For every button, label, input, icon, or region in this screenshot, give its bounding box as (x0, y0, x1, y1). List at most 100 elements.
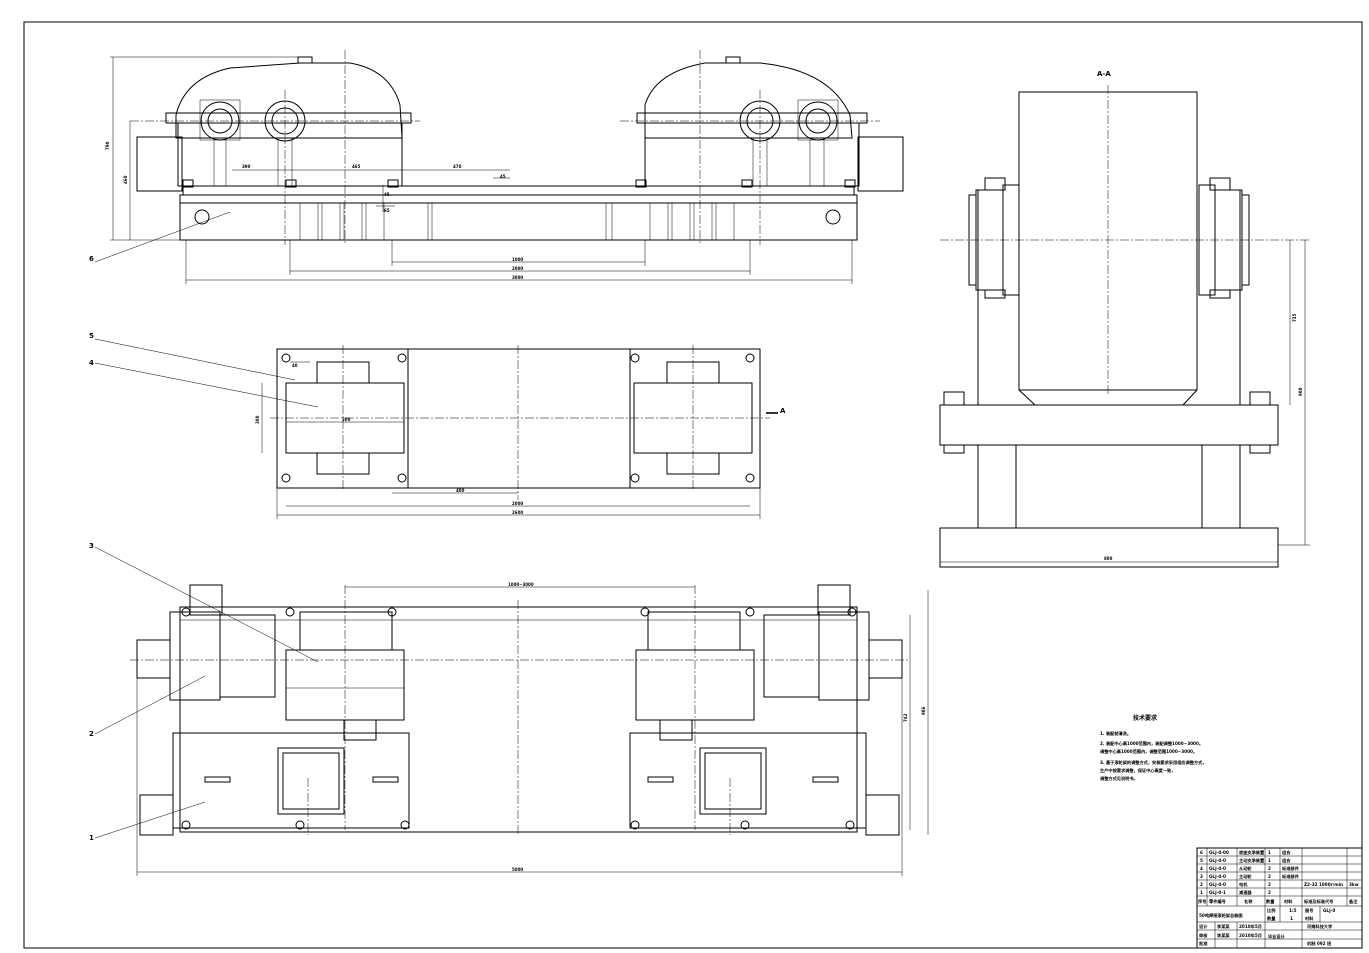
part-label-3: 3 (89, 542, 94, 550)
part-label-1: 1 (89, 834, 94, 842)
bom-4-no: 4 (1200, 866, 1203, 871)
front-view-dimensions: 790 460 390 465 470 45 65 45 1000 2000 3… (105, 56, 853, 284)
section-label: A-A (1097, 70, 1111, 78)
bom-4-name: 从动轮 (1239, 865, 1252, 872)
part-label-5: 5 (89, 332, 94, 340)
drawing-title: 50吨焊接滚轮架总装图 (1199, 912, 1243, 919)
dim-plan-row2: 2600 (512, 510, 523, 515)
bottom-view-dimensions: 1000~3000 742 986 5000 (136, 582, 929, 876)
dim-front-mid-height: 460 (123, 175, 128, 184)
bom-3-mat: 标准部件 (1281, 873, 1300, 880)
notes-item-6: 调整方式见说明书。 (1100, 775, 1138, 782)
front-elevation-view (130, 50, 904, 245)
checker-label: 审核 (1199, 932, 1208, 939)
dim-front-small-c: 45 (500, 174, 506, 179)
bom-2-qty: 2 (1268, 882, 1271, 887)
bom-2-std: Z2-32 1000r/min (1304, 882, 1343, 887)
bom-6-mat: 组合 (1282, 849, 1291, 856)
dim-plan-mid: 300 (342, 417, 351, 422)
bom-header-qty: 数量 (1266, 898, 1275, 905)
dim-front-row1: 1000 (512, 257, 523, 262)
approver-label: 批准 (1199, 940, 1208, 947)
school-name: 河南科技大学 (1306, 923, 1333, 930)
part-label-6: 6 (89, 255, 94, 263)
dim-plan-small: 40 (292, 363, 298, 368)
scale-value: 1:5 (1289, 908, 1297, 913)
dim-front-row3: 3000 (512, 275, 523, 280)
bom-1-qty: 2 (1268, 890, 1271, 895)
technical-notes: 技术要求 1. 装配前清洗。 2. 装配中心高1000范围内，装配调整1000~… (1100, 714, 1206, 782)
dim-front-small-a: 45 (384, 192, 390, 197)
dim-bottom-total: 5000 (512, 867, 523, 872)
bom-3-code: GLJ-0-0 (1209, 874, 1226, 879)
sheet-border (23, 21, 1363, 949)
dim-plan-side: 300 (255, 415, 260, 424)
bom-6-no: 6 (1200, 850, 1203, 855)
designer-name: 李某某 (1216, 923, 1230, 930)
notes-item-4: 3. 基于滚轮架的调整方式，安装要求采用相应调整方式， (1100, 759, 1206, 766)
dim-plan-spacer: 400 (456, 488, 465, 493)
plan-view: A (270, 345, 786, 500)
bottom-assembly-view (130, 584, 910, 836)
bom-header-mat: 材料 (1283, 898, 1293, 905)
bom-header-std: 标准及标准代号 (1303, 898, 1333, 905)
checker-name: 李某某 (1216, 932, 1230, 939)
notes-title: 技术要求 (1133, 714, 1158, 722)
bom-2-code: GLJ-0-0 (1209, 882, 1226, 887)
plan-side-note: A (780, 407, 786, 415)
dim-front-seg-b: 465 (352, 164, 361, 169)
dim-bottom-rh1: 742 (903, 713, 908, 722)
bom-5-mat: 组合 (1282, 857, 1291, 864)
bom-6-name: 底座支承装置 (1239, 849, 1265, 856)
qty-value: 1 (1290, 916, 1293, 921)
part-label-2: 2 (89, 730, 94, 738)
dim-side-w: 800 (1104, 556, 1113, 561)
bom-1-name: 减速器 (1239, 889, 1252, 896)
bom-4-qty: 2 (1268, 866, 1271, 871)
dim-front-small-b: 65 (384, 208, 390, 213)
class-name: 机制 092 班 (1307, 940, 1332, 947)
bom-2-name: 电机 (1239, 881, 1248, 888)
bom-5-no: 5 (1200, 858, 1203, 863)
dim-side-h2: 900 (1298, 387, 1303, 396)
bom-1-code: GLJ-0-1 (1209, 890, 1226, 895)
bom-6-qty: 1 (1268, 850, 1271, 855)
bom-1-no: 1 (1200, 890, 1203, 895)
dim-front-row2: 2000 (512, 266, 523, 271)
side-view-dimensions: 735 900 800 (940, 240, 1310, 563)
bom-6-code: GLJ-0-00 (1209, 850, 1229, 855)
notes-item-3: 调整中心高1000范围内，调整范围1000~3000。 (1100, 748, 1197, 755)
bom-header-name: 名称 (1244, 898, 1253, 905)
dim-plan-row1: 2000 (512, 501, 523, 506)
bom-header-code: 零件编号 (1209, 898, 1226, 905)
checker-date: 2010年5月 (1239, 932, 1262, 939)
part-label-4: 4 (89, 359, 94, 367)
bom-2-remark: 3kw (1349, 882, 1359, 887)
dim-bottom-rh2: 986 (921, 706, 926, 715)
bom-2-no: 2 (1200, 882, 1203, 887)
bom-3-no: 3 (1200, 874, 1203, 879)
bom-5-name: 主动支承装置 (1239, 857, 1265, 864)
dim-front-height: 790 (105, 141, 110, 150)
qty-label: 数量 (1267, 915, 1276, 922)
side-section-view: A-A (939, 70, 1310, 568)
dim-front-seg-a: 390 (242, 164, 251, 169)
dim-front-seg-c: 470 (453, 164, 462, 169)
bom-5-qty: 1 (1268, 858, 1271, 863)
bom-header-remark: 备注 (1349, 898, 1358, 905)
dim-bottom-top: 1000~3000 (508, 582, 534, 587)
bom-5-code: GLJ-0-0 (1209, 858, 1226, 863)
scale-label: 比例 (1267, 907, 1275, 914)
sheet-label: 图号 (1305, 907, 1313, 914)
part-leaders: 6 5 4 3 2 1 (89, 211, 319, 842)
bom-3-name: 主动轮 (1239, 873, 1252, 880)
notes-item-5: 生产中按要求调整，保证中心高度一致， (1100, 767, 1175, 774)
notes-item-2: 2. 装配中心高1000范围内，装配调整1000~3000。 (1100, 740, 1203, 747)
designer-date: 2010年5月 (1239, 923, 1262, 930)
design-type: 毕业设计 (1268, 933, 1286, 940)
bom-4-code: GLJ-0-0 (1209, 866, 1226, 871)
notes-item-1: 1. 装配前清洗。 (1100, 730, 1131, 737)
bom-3-qty: 2 (1268, 874, 1271, 879)
designer-label: 设计 (1199, 923, 1208, 930)
sheet-value: GLJ-0 (1323, 908, 1335, 913)
